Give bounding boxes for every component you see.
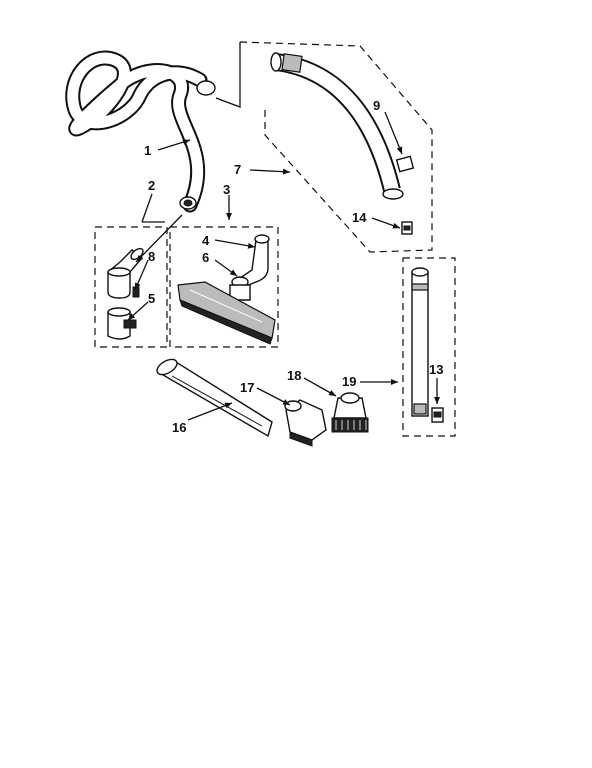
callout-3: 3 <box>223 182 230 197</box>
callout-17: 17 <box>240 380 254 395</box>
callout-5: 5 <box>148 291 155 306</box>
dusting-brush-part-18 <box>331 392 369 433</box>
callout-14: 14 <box>352 210 367 225</box>
callout-19: 19 <box>342 374 356 389</box>
callout-13: 13 <box>429 362 443 377</box>
leader-lines <box>127 111 440 421</box>
callout-9: 9 <box>373 98 380 113</box>
clip-part-14 <box>401 221 413 235</box>
group-box-7 <box>239 41 433 253</box>
hose-connector-line <box>215 42 241 108</box>
group-box-19 <box>402 257 456 437</box>
floor-tool-part-3 <box>177 234 276 345</box>
elbow-part-8 <box>107 247 144 299</box>
crevice-tool-part-16 <box>156 358 273 438</box>
callout-4: 4 <box>202 233 210 248</box>
clip-part-13 <box>431 407 444 423</box>
callout-18: 18 <box>287 368 301 383</box>
group-box-2 <box>94 226 168 348</box>
callout-8: 8 <box>148 249 155 264</box>
upholstery-tool-part-17 <box>284 399 327 447</box>
callout-1: 1 <box>144 143 151 158</box>
callout-16: 16 <box>172 420 186 435</box>
callout-2: 2 <box>148 178 155 193</box>
curved-wand-part-7 <box>270 52 404 200</box>
wand-part-19 <box>411 267 429 417</box>
clip-part-9 <box>395 155 415 173</box>
group-box-3 <box>169 226 279 348</box>
callout-6: 6 <box>202 250 209 265</box>
hose-part-1 <box>65 50 216 213</box>
adapter-part-5 <box>107 307 137 340</box>
callout-7: 7 <box>234 162 241 177</box>
